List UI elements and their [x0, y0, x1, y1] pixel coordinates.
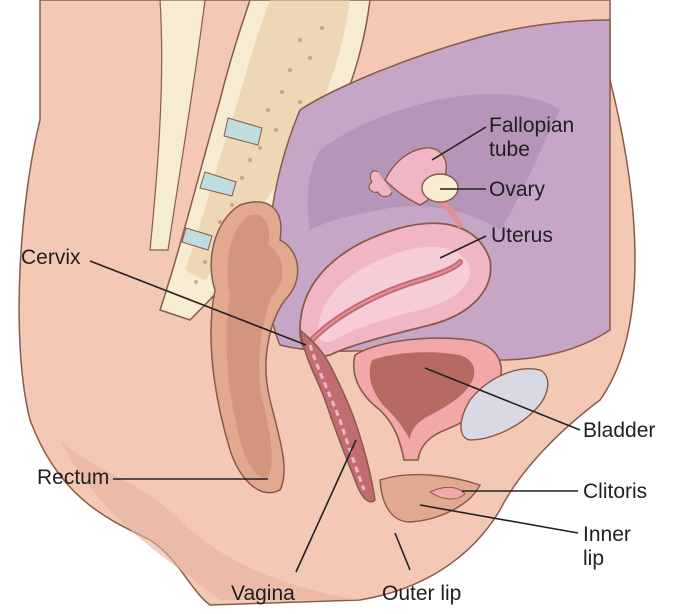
label-rectum: Rectum: [37, 466, 110, 489]
label-outer-lip: Outer lip: [382, 582, 462, 605]
vulva-region: [379, 473, 481, 523]
label-fallopian-tube: Fallopian tube: [489, 114, 574, 162]
leader-outer-lip: [394, 532, 411, 571]
bladder-organ: [353, 337, 502, 461]
leader-bladder: [424, 367, 581, 431]
label-fallopian-tube-line2: tube: [489, 138, 530, 161]
label-cervix: Cervix: [21, 246, 81, 269]
leader-cervix: [89, 260, 307, 346]
spine: [149, 0, 371, 321]
ovary-organ: [421, 173, 459, 203]
label-inner-lip-line2: lip: [583, 547, 605, 570]
leader-fallopian-tube: [431, 126, 487, 161]
vaginal-canal: [298, 328, 376, 503]
label-clitoris: Clitoris: [583, 480, 648, 503]
label-bladder: Bladder: [583, 419, 656, 442]
label-inner-lip-line1: Inner: [583, 523, 631, 546]
label-ovary: Ovary: [489, 178, 546, 201]
label-uterus: Uterus: [491, 224, 553, 247]
leader-lines: [89, 126, 581, 573]
pubic-bone: [460, 368, 549, 441]
label-vagina: Vagina: [231, 582, 295, 605]
leader-uterus: [439, 235, 487, 259]
leader-vagina: [295, 439, 357, 573]
leader-inner-lip: [419, 504, 579, 534]
label-fallopian-tube-line1: Fallopian: [489, 114, 575, 137]
rectum-organ: [210, 201, 299, 494]
label-inner-lip: Inner lip: [583, 523, 631, 571]
